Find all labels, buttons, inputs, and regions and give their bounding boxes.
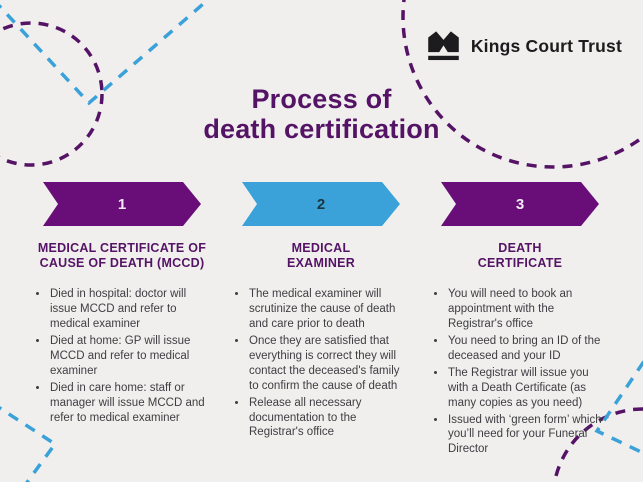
- page-title: Process of death certification: [0, 84, 643, 144]
- bullet-item: Issued with ‘green form’ which you’ll ne…: [447, 413, 610, 458]
- step-2-heading: MEDICAL EXAMINER: [231, 241, 411, 274]
- step-3-heading-line1: DEATH: [498, 241, 542, 255]
- step-column-1: 1 MEDICAL CERTIFICATE OF CAUSE OF DEATH …: [32, 182, 212, 459]
- step-3-heading: DEATH CERTIFICATE: [430, 241, 610, 274]
- bullet-item: Release all necessary documentation to t…: [248, 396, 411, 441]
- step-column-3: 3 DEATH CERTIFICATE You will need to boo…: [430, 182, 610, 459]
- step-3-heading-line2: CERTIFICATE: [477, 256, 563, 270]
- bullet-item: Once they are satisfied that everything …: [248, 334, 411, 394]
- step-3-arrow-banner: 3: [441, 182, 599, 226]
- step-3-bullet-list: You will need to book an appointment wit…: [430, 287, 610, 457]
- bullet-item: The medical examiner will scrutinize the…: [248, 287, 411, 332]
- bullet-item: Died in hospital: doctor will issue MCCD…: [49, 287, 212, 332]
- step-1-bullet-list: Died in hospital: doctor will issue MCCD…: [32, 287, 212, 425]
- step-3-number: 3: [515, 195, 525, 213]
- step-1-heading-line2: CAUSE OF DEATH (MCCD): [39, 256, 205, 270]
- crown-icon: [428, 31, 459, 61]
- step-1-heading-line1: MEDICAL CERTIFICATE OF: [37, 241, 207, 255]
- step-2-arrow-banner: 2: [242, 182, 400, 226]
- step-1-arrow-banner: 1: [43, 182, 201, 226]
- step-2-heading-line2: EXAMINER: [287, 256, 355, 270]
- bullet-item: You will need to book an appointment wit…: [447, 287, 610, 332]
- bullet-item: Died at home: GP will issue MCCD and ref…: [49, 334, 212, 379]
- page-title-line2: death certification: [203, 114, 440, 145]
- step-column-2: 2 MEDICAL EXAMINER The medical examiner …: [231, 182, 411, 459]
- step-1-number: 1: [117, 195, 127, 213]
- step-2-bullet-list: The medical examiner will scrutinize the…: [231, 287, 411, 440]
- step-1-heading: MEDICAL CERTIFICATE OF CAUSE OF DEATH (M…: [32, 241, 212, 274]
- steps-container: 1 MEDICAL CERTIFICATE OF CAUSE OF DEATH …: [32, 182, 610, 459]
- step-2-number: 2: [316, 195, 326, 213]
- logo-text: Kings Court Trust: [470, 35, 622, 56]
- bullet-item: Died in care home: staff or manager will…: [49, 381, 212, 426]
- page-title-line1: Process of: [251, 84, 392, 114]
- bullet-item: The Registrar will issue you with a Deat…: [447, 366, 610, 411]
- logo: Kings Court Trust: [427, 26, 622, 66]
- bullet-item: You need to bring an ID of the deceased …: [447, 334, 610, 364]
- step-2-heading-line1: MEDICAL: [291, 241, 351, 255]
